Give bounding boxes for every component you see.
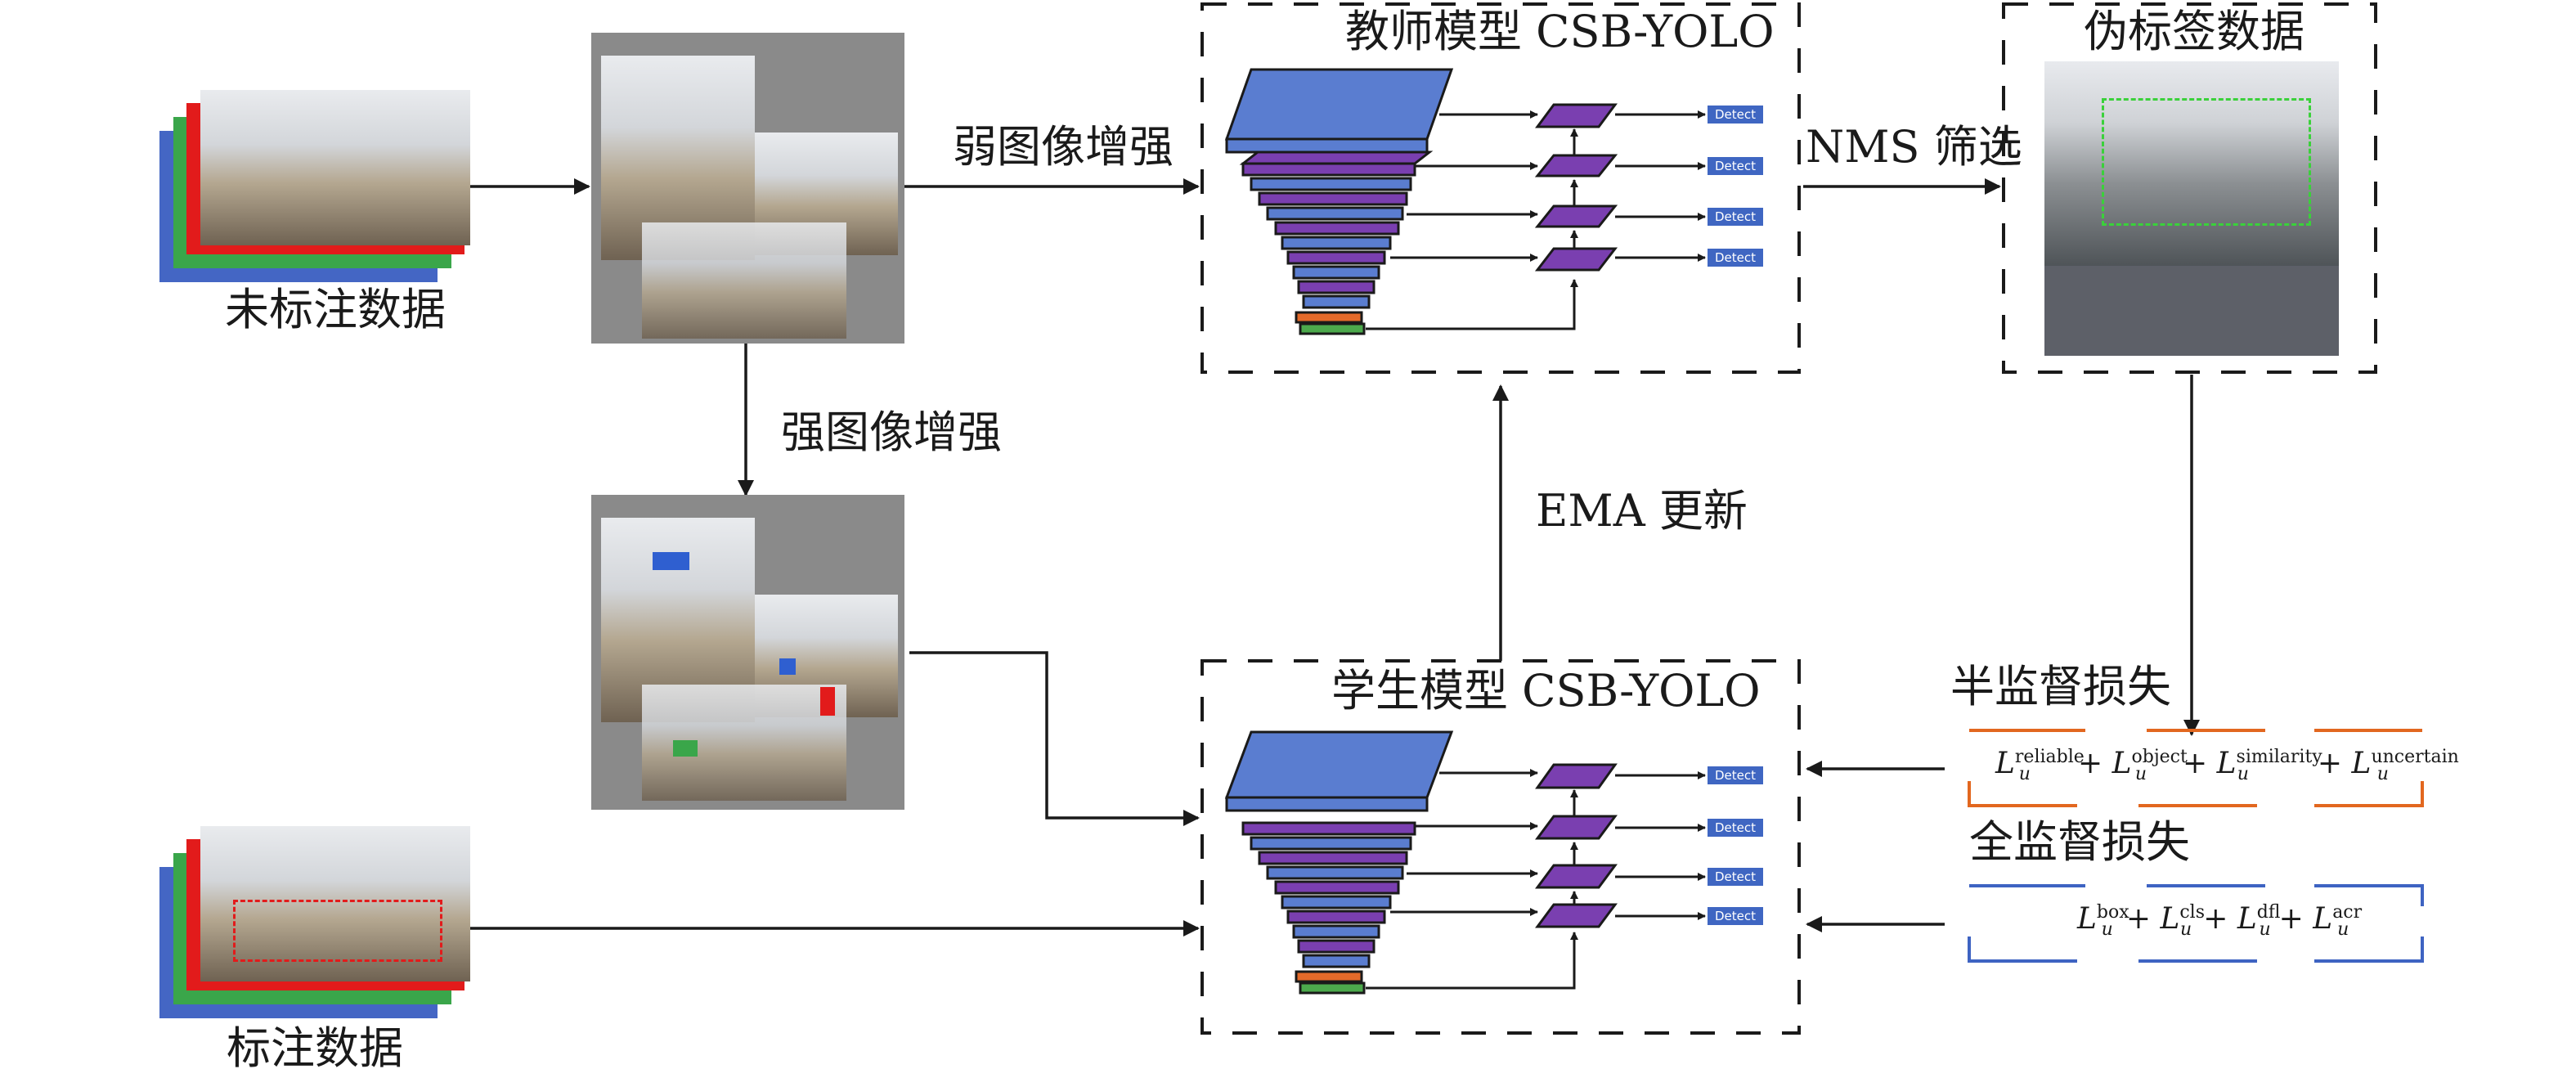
student-title: 学生模型 CSB-YOLO — [1331, 665, 1761, 716]
detect-box: Detect — [1708, 157, 1763, 175]
student-stack — [1224, 730, 1454, 995]
detect-box: Detect — [1708, 249, 1763, 267]
full-loss-title: 全监督损失 — [1969, 816, 2190, 868]
loss-term: Lsimilarityu — [2216, 747, 2322, 785]
full-loss-formula: Lboxu+ Lclsu+ Ldflu+ Lacru — [2077, 902, 2363, 941]
loss-term: Lclsu — [2160, 902, 2206, 941]
detect-box: Detect — [1708, 766, 1763, 784]
detect-box: Detect — [1708, 819, 1763, 837]
classroom-photo — [200, 90, 470, 245]
loss-term: Lacru — [2313, 902, 2363, 941]
semi-loss-title: 半监督损失 — [1950, 661, 2171, 712]
nms-label: NMS 筛选 — [1806, 121, 2022, 173]
strong-mosaic-image — [591, 495, 904, 810]
unlabeled-data-label: 未标注数据 — [225, 284, 446, 335]
teacher-stack — [1224, 68, 1454, 335]
teacher-frame — [1200, 2, 1801, 374]
full-loss-bracket — [1968, 884, 2424, 963]
labeled-data-label: 标注数据 — [227, 1022, 403, 1074]
student-neck — [1535, 763, 1618, 928]
detect-box: Detect — [1708, 907, 1763, 925]
pseudo-label-title: 伪标签数据 — [2084, 6, 2304, 57]
teacher-neck — [1534, 103, 1618, 272]
weak-aug-label: 弱图像增强 — [953, 121, 1174, 173]
ema-update-label: EMA 更新 — [1536, 485, 1748, 537]
loss-term: Lreliableu — [1995, 747, 2085, 785]
loss-term: Lobjectu — [2112, 747, 2188, 785]
teacher-title: 教师模型 CSB-YOLO — [1345, 6, 1775, 57]
detect-box: Detect — [1708, 208, 1763, 226]
strong-aug-label: 强图像增强 — [781, 406, 1002, 458]
classroom-photo-annotated — [200, 826, 470, 981]
semi-loss-bracket — [1968, 729, 2424, 807]
detect-box: Detect — [1708, 868, 1763, 886]
detect-box: Detect — [1708, 106, 1763, 124]
weak-mosaic-image — [591, 33, 904, 344]
loss-term: Luncertainu — [2351, 747, 2459, 785]
pseudo-frame — [2002, 2, 2377, 374]
pseudo-label-image — [2044, 61, 2339, 356]
loss-term: Ldflu — [2237, 902, 2281, 941]
arrow-strong-to-student — [909, 651, 1200, 826]
semi-loss-formula: Lreliableu+ Lobjectu+ Lsimilarityu+ Lunc… — [1995, 747, 2459, 785]
loss-term: Lboxu — [2077, 902, 2129, 941]
